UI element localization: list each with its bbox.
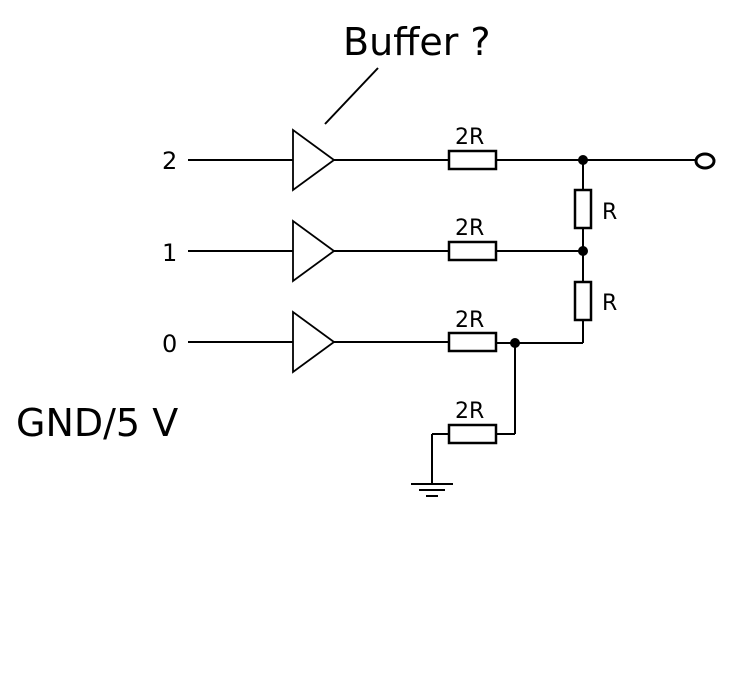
resistor-label-2r-bit0: 2R <box>455 308 484 333</box>
junction-dot-bottom <box>510 338 520 348</box>
buffer-bit2 <box>292 128 336 192</box>
buffer-title: Buffer ? <box>343 20 491 64</box>
junction-dot-mid <box>578 246 588 256</box>
input-label-bit2: 2 <box>162 147 177 175</box>
resistor-2r-ground <box>447 423 498 445</box>
buffer-bit1 <box>292 219 336 283</box>
input-label-bit0: 0 <box>162 330 177 358</box>
resistor-2r-bit1 <box>447 240 498 262</box>
resistor-2r-bit0 <box>447 331 498 353</box>
output-terminal <box>694 152 716 170</box>
resistor-label-2r-ground: 2R <box>455 399 484 424</box>
resistor-label-2r-bit2: 2R <box>455 125 484 150</box>
input-label-bit1: 1 <box>162 239 177 267</box>
resistor-label-r-lower: R <box>602 291 617 316</box>
resistor-2r-bit2 <box>447 149 498 171</box>
ground-icon <box>411 483 453 497</box>
resistor-r-lower <box>573 280 593 322</box>
resistor-label-r-upper: R <box>602 200 617 225</box>
resistor-label-2r-bit1: 2R <box>455 216 484 241</box>
resistor-r-upper <box>573 188 593 230</box>
ground-supply-label: GND/5 V <box>16 401 178 445</box>
junction-dot-top <box>578 155 588 165</box>
buffer-pointer-line <box>324 67 379 125</box>
buffer-bit0 <box>292 310 336 374</box>
